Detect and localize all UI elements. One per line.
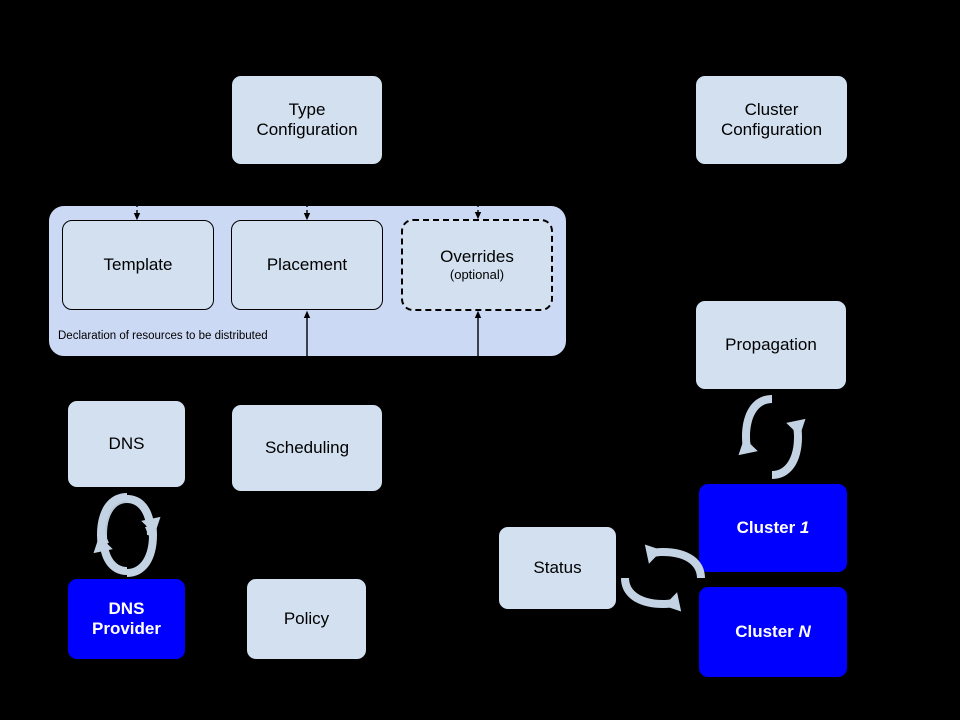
node-status[interactable]: Status bbox=[498, 526, 617, 610]
sync-icon-dns bbox=[93, 493, 161, 577]
node-overrides[interactable]: Overrides (optional) bbox=[401, 219, 553, 311]
node-placement[interactable]: Placement bbox=[231, 220, 383, 310]
cluster-n-suffix: N bbox=[798, 621, 811, 641]
sync-icon-status bbox=[621, 544, 705, 612]
node-cluster-n[interactable]: Cluster N bbox=[698, 586, 848, 678]
node-dns-provider[interactable]: DNS Provider bbox=[67, 578, 186, 660]
node-scheduling[interactable]: Scheduling bbox=[231, 404, 383, 492]
group-caption: Declaration of resources to be distribut… bbox=[58, 330, 268, 342]
node-policy[interactable]: Policy bbox=[246, 578, 367, 660]
node-cluster-configuration[interactable]: Cluster Configuration bbox=[695, 75, 848, 165]
node-cluster-1[interactable]: Cluster 1 bbox=[698, 483, 848, 573]
cluster-1-suffix: 1 bbox=[799, 517, 810, 537]
cluster-n-prefix: Cluster bbox=[735, 621, 799, 641]
node-propagation[interactable]: Propagation bbox=[695, 300, 847, 390]
cluster-1-prefix: Cluster bbox=[736, 517, 800, 537]
node-type-configuration[interactable]: Type Configuration bbox=[231, 75, 383, 165]
node-dns[interactable]: DNS bbox=[67, 400, 186, 488]
sync-icon-propagation bbox=[738, 395, 806, 479]
node-overrides-label: Overrides bbox=[440, 247, 514, 266]
node-overrides-sublabel: (optional) bbox=[449, 267, 505, 283]
node-template[interactable]: Template bbox=[62, 220, 214, 310]
